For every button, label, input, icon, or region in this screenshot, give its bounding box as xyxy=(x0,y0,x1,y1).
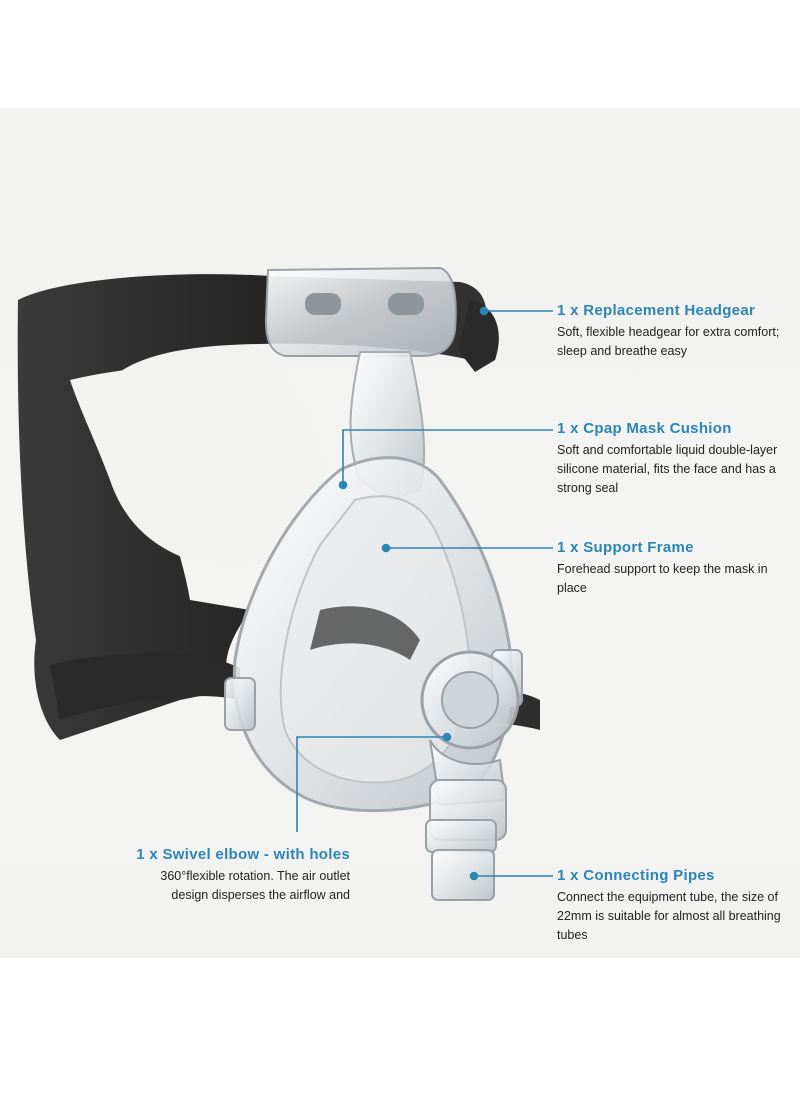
cushion-title: 1 x Cpap Mask Cushion xyxy=(557,420,732,437)
headgear-description: Soft, flexible headgear for extra comfor… xyxy=(557,325,780,358)
elbow-description: 360°flexible rotation. The air outlet de… xyxy=(160,869,350,902)
connecting-pipe xyxy=(425,779,507,901)
left-strap-clip xyxy=(224,677,256,731)
leader-lines xyxy=(296,306,553,881)
pipes-description: Connect the equipment tube, the size of … xyxy=(557,890,781,942)
headgear-title: 1 x Replacement Headgear xyxy=(557,302,756,319)
callout-frame: 1 x Support Frame Forehead support to ke… xyxy=(557,539,797,598)
callout-cushion: 1 x Cpap Mask Cushion Soft and comfortab… xyxy=(557,420,797,498)
frame-title: 1 x Support Frame xyxy=(557,539,694,556)
forehead-clip xyxy=(264,266,457,357)
cushion-description: Soft and comfortable liquid double-layer… xyxy=(557,443,778,495)
pipes-title: 1 x Connecting Pipes xyxy=(557,867,715,884)
elbow-title: 1 x Swivel elbow - with holes xyxy=(136,846,350,863)
callout-pipes: 1 x Connecting Pipes Connect the equipme… xyxy=(557,867,797,945)
callout-elbow: 1 x Swivel elbow - with holes 360°flexib… xyxy=(100,846,350,905)
headgear xyxy=(17,274,540,740)
frame-description: Forehead support to keep the mask in pla… xyxy=(557,562,768,595)
callout-headgear: 1 x Replacement Headgear Soft, flexible … xyxy=(557,302,797,361)
